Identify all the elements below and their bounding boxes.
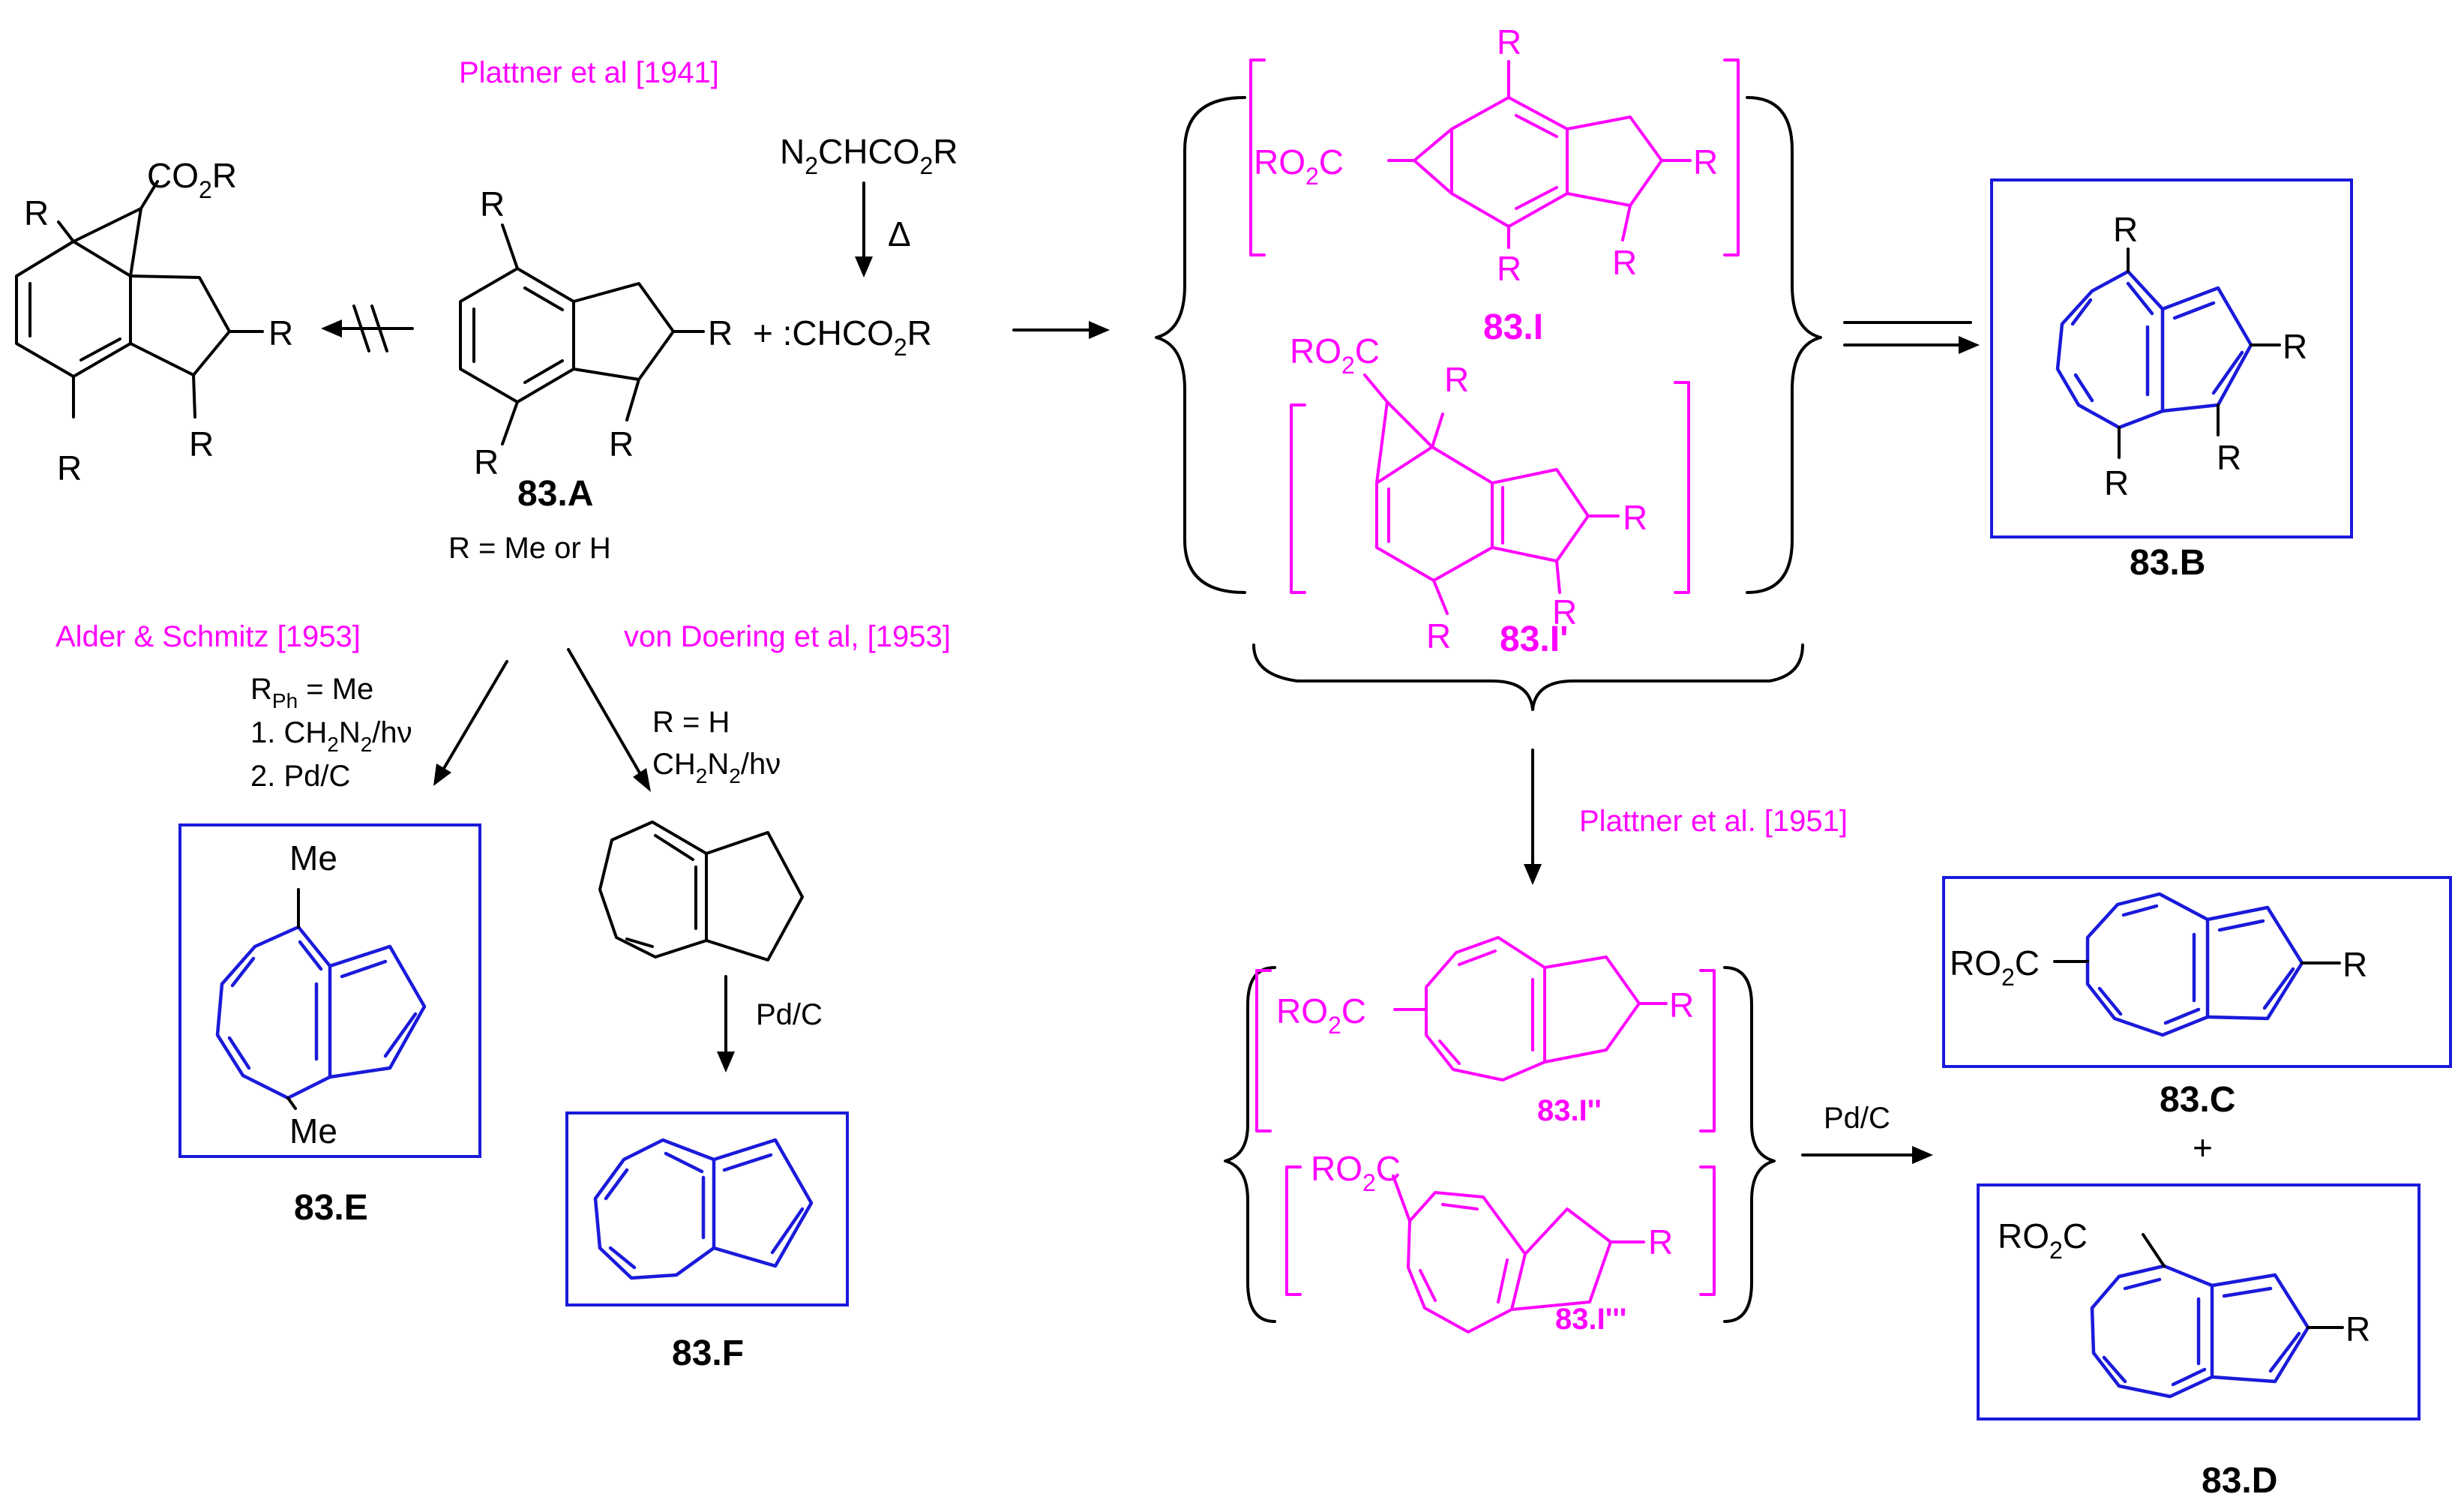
norcaradiene-co2r: CO2R xyxy=(147,156,237,203)
norcaradiene-ester-structure xyxy=(15,180,264,418)
product-83C-structure xyxy=(2053,892,2341,1037)
norcaradiene-r-bottom: R xyxy=(57,448,82,488)
product-83E-structure xyxy=(215,888,427,1110)
intermediate-83I3-structure xyxy=(1285,1166,1716,1334)
83B-r-ring: R xyxy=(2283,327,2307,366)
intermediate-83I-prime-structure xyxy=(1290,374,1690,615)
compound-label-83A: 83.A xyxy=(517,474,593,514)
compound-label-83B: 83.B xyxy=(2130,543,2205,583)
r-definition: R = Me or H xyxy=(448,532,611,565)
product-83F-structure xyxy=(593,1138,814,1280)
compound-label-83C: 83.C xyxy=(2160,1080,2235,1120)
arrow-to-cyclopropanation xyxy=(1012,321,1110,339)
carbene-reagent: + :CHCO2R xyxy=(753,314,932,361)
heat-delta: Δ xyxy=(888,214,911,254)
compound-83A-structure xyxy=(459,224,705,446)
83D-ro2c: RO2C xyxy=(1998,1216,2088,1264)
intermediate-83I2-structure xyxy=(1255,936,1716,1132)
citation-plattner-1941: Plattner et al [1941] xyxy=(459,56,719,89)
83I2-ro2c: RO2C xyxy=(1276,992,1366,1039)
intermediate-83I-structure xyxy=(1249,58,1740,256)
arrow-to-83CD xyxy=(1801,1146,1933,1164)
compound-label-83E: 83.E xyxy=(294,1188,368,1228)
box-83D xyxy=(1977,1184,2421,1420)
plus-sign: + xyxy=(2193,1128,2213,1167)
arrow-to-83E xyxy=(433,660,508,786)
83B-r-bottom: R xyxy=(2104,464,2129,502)
83I-prime-ro2c: RO2C xyxy=(1290,332,1380,379)
blocked-arrow xyxy=(321,304,414,352)
83I-r-bottom: R xyxy=(1497,249,1521,288)
citation-alder-schmitz: Alder & Schmitz [1953] xyxy=(55,620,361,653)
83E-me-bottom: Me xyxy=(289,1112,337,1150)
83I-prime-r-lower: R xyxy=(1552,592,1577,632)
83I-ro2c: RO2C xyxy=(1254,142,1344,190)
norcaradiene-r-bridge: R xyxy=(24,194,49,232)
brace-bottom xyxy=(1252,644,1804,711)
condition-step2: 2. Pd/C xyxy=(250,760,350,793)
83I3-ro2c: RO2C xyxy=(1311,1149,1401,1196)
compound-label-83I2: 83.I'' xyxy=(1537,1094,1602,1127)
box-83C xyxy=(1942,876,2452,1068)
brace-group-83I xyxy=(1155,96,1822,594)
83I3-r: R xyxy=(1648,1222,1673,1262)
arrow-down-to-83I2 xyxy=(1524,748,1542,885)
compound-label-83D: 83.D xyxy=(2202,1461,2277,1501)
compound-label-83I: 83.I xyxy=(1483,308,1543,347)
box-83B xyxy=(1990,178,2353,538)
83A-r-lower: R xyxy=(609,424,634,464)
83B-r-lower: R xyxy=(2217,438,2241,477)
condition-ch2n2: CH2N2/hν xyxy=(652,748,781,788)
83B-r-top: R xyxy=(2113,210,2138,249)
condition-step1: 1. CH2N2/hν xyxy=(250,716,412,756)
box-83E xyxy=(178,824,481,1158)
condition-rph: RPh = Me xyxy=(250,673,373,712)
83I-r-ring: R xyxy=(1693,142,1718,182)
compound-label-83F: 83.F xyxy=(672,1334,744,1373)
83I2-r: R xyxy=(1669,986,1694,1024)
83C-r: R xyxy=(2343,945,2367,984)
condition-rh: R = H xyxy=(652,706,730,739)
citation-von-doering: von Doering et al, [1953] xyxy=(624,620,951,653)
83I-prime-r-bottom: R xyxy=(1426,616,1451,656)
box-83F xyxy=(565,1112,849,1306)
brace-group-83I2 xyxy=(1224,966,1776,1323)
norcaradiene-r-lower: R xyxy=(189,424,214,464)
norcaradiene-r-ring: R xyxy=(268,314,293,352)
83I-r-top: R xyxy=(1497,22,1521,62)
arrow-diazo-decomposition xyxy=(855,182,873,278)
compound-label-83I-prime: 83.I' xyxy=(1500,620,1568,659)
arrow-to-cycloheptatriene xyxy=(567,648,651,792)
product-83D-structure xyxy=(2090,1233,2344,1399)
arrow-double-to-83B xyxy=(1843,321,1980,354)
83C-ro2c: RO2C xyxy=(1950,944,2040,991)
83I-prime-r-ring: R xyxy=(1623,498,1647,537)
83I-prime-r-bridge: R xyxy=(1444,360,1469,399)
83E-me-top: Me xyxy=(289,838,337,878)
diazo-reagent: N2CHCO2R xyxy=(780,132,958,179)
83A-r-bottom: R xyxy=(474,442,499,482)
83A-r-ring: R xyxy=(708,314,733,352)
83A-r-top: R xyxy=(480,184,505,224)
citation-plattner-1951: Plattner et al. [1951] xyxy=(1579,805,1848,838)
product-83B-structure xyxy=(2055,248,2281,459)
83D-r: R xyxy=(2346,1310,2370,1348)
dihydroazulene-intermediate-structure xyxy=(598,820,804,962)
condition-pdc-83F: Pd/C xyxy=(756,998,823,1031)
arrow-to-83F xyxy=(717,975,735,1072)
83I-r-lower: R xyxy=(1612,243,1637,282)
condition-pdc-83CD: Pd/C xyxy=(1824,1102,1890,1135)
compound-label-83I3: 83.I''' xyxy=(1555,1303,1626,1336)
